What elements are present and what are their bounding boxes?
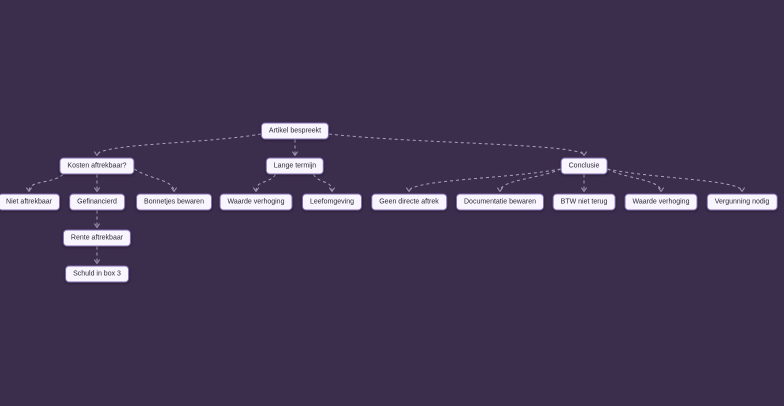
mindmap-node-leefomgeving[interactable]: Leefomgeving	[302, 193, 362, 211]
mindmap-node-documentatie[interactable]: Documentatie bewaren	[456, 193, 544, 211]
edge-conclusie-to-waarde2	[607, 168, 664, 193]
edge-artikel-to-conclusie	[328, 133, 587, 157]
mindmap-node-bonnetjes[interactable]: Bonnetjes bewaren	[136, 193, 212, 211]
mindmap-node-schuld[interactable]: Schuld in box 3	[65, 265, 129, 283]
edge-kosten-to-bonnetjes	[134, 168, 177, 193]
mindmap-node-conclusie[interactable]: Conclusie	[560, 157, 608, 175]
mindmap-node-waarde2[interactable]: Waarde verhoging	[624, 193, 698, 211]
edge-conclusie-to-geen	[406, 168, 561, 193]
mindmap-node-artikel[interactable]: Artikel bespreekt	[260, 122, 330, 140]
edge-lange-to-waarde1	[253, 174, 276, 193]
edge-conclusie-to-vergunning	[607, 168, 745, 193]
edge-lange-to-leefomgeving	[313, 174, 335, 193]
edge-artikel-to-kosten	[94, 133, 262, 157]
mindmap-node-waarde1[interactable]: Waarde verhoging	[219, 193, 293, 211]
edge-conclusie-to-documentatie	[497, 168, 561, 193]
mindmap-node-geen[interactable]: Geen directe aftrek	[371, 193, 447, 211]
mindmap-node-lange[interactable]: Lange termijn	[265, 157, 325, 175]
mindmap-node-niet[interactable]: Niet aftrekbaar	[0, 193, 60, 211]
mindmap-node-kosten[interactable]: Kosten aftrekbaar?	[59, 157, 135, 175]
edge-group	[26, 133, 745, 265]
mindmap-node-rente[interactable]: Rente aftrekbaar	[62, 229, 132, 247]
mindmap-node-vergunning[interactable]: Vergunning nodig	[706, 193, 778, 211]
edge-kosten-to-niet	[26, 174, 64, 193]
mindmap-node-gefinancierd[interactable]: Gefinancierd	[69, 193, 125, 211]
mindmap-node-btw[interactable]: BTW niet terug	[552, 193, 616, 211]
